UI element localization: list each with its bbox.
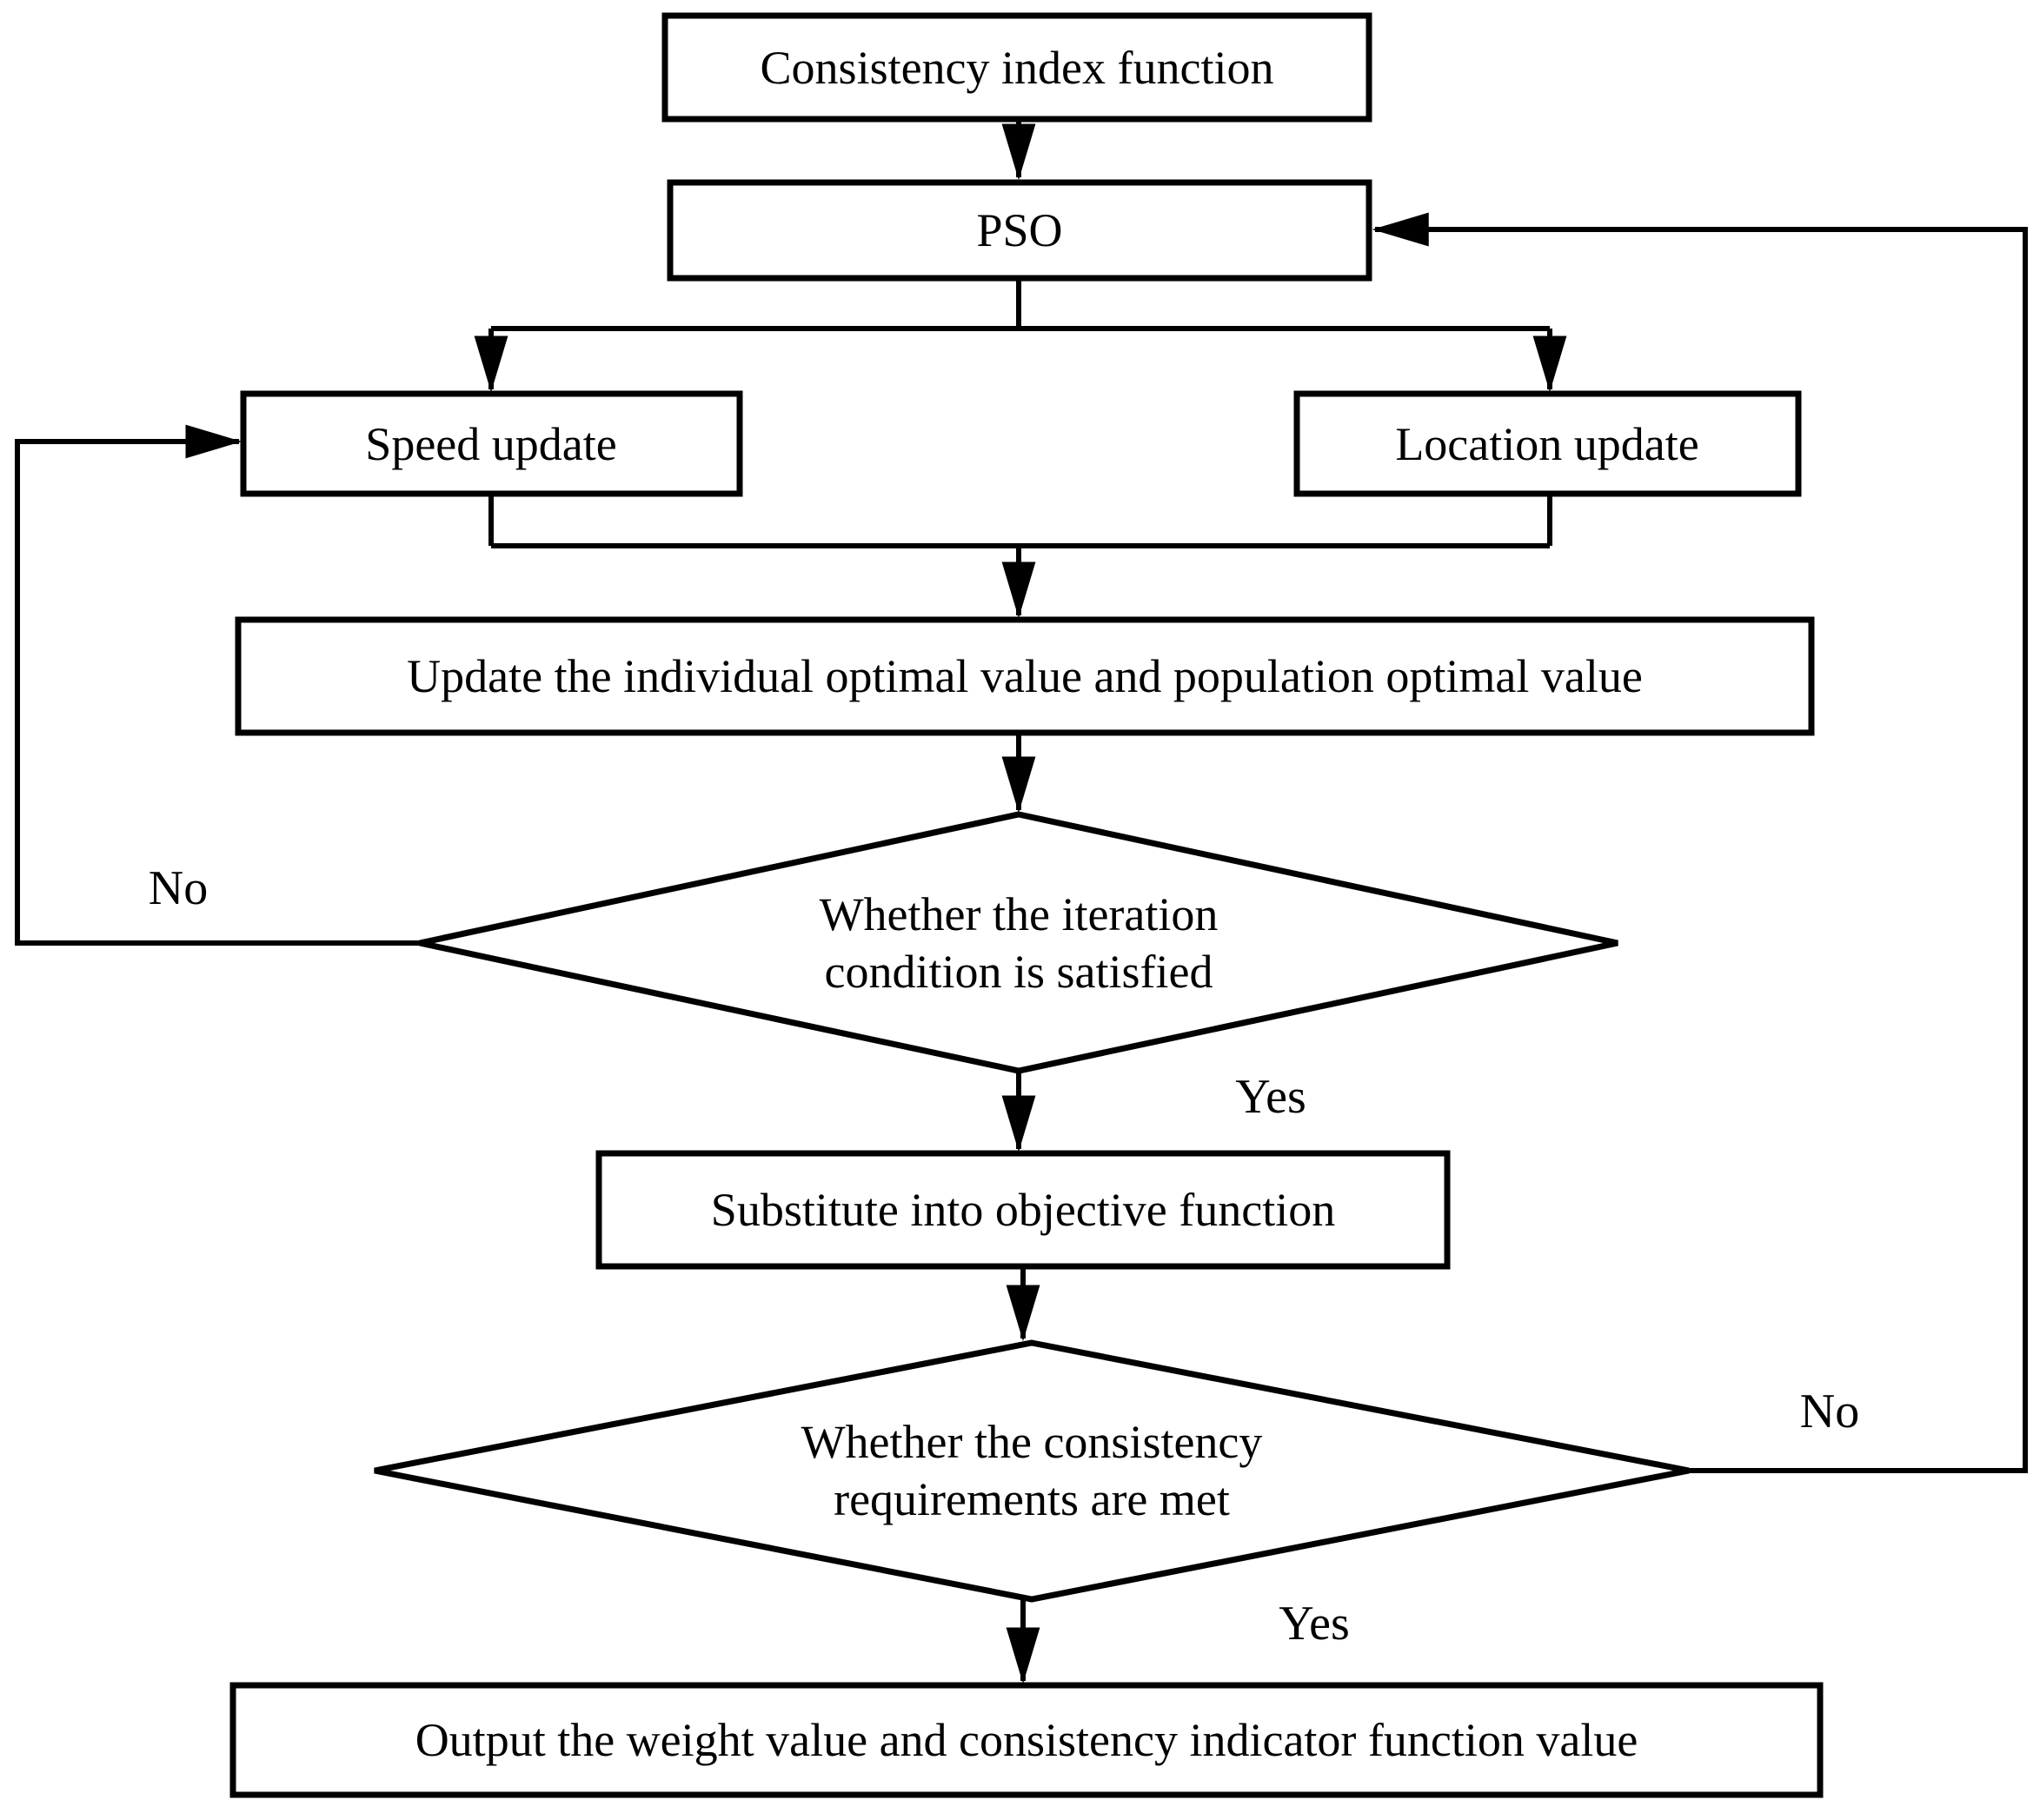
node-consistency-index-box <box>661 12 1372 123</box>
node-output-result: Output the weight value and consistency … <box>229 1682 1824 1798</box>
node-speed-update: Speed update <box>240 390 743 497</box>
edge-labels: No Yes No Yes <box>149 861 1859 1651</box>
edge-label-iteration-yes: Yes <box>1235 1070 1306 1124</box>
node-location-update-box <box>1293 390 1802 497</box>
node-consistency-decision-label-line2: requirements are met <box>834 1473 1230 1525</box>
edge-merge-trunk <box>488 494 1552 548</box>
node-update-optimal-box <box>235 616 1815 736</box>
node-speed-update-label: Speed update <box>365 418 616 470</box>
node-consistency-index-label: Consistency index function <box>761 42 1274 94</box>
node-pso: PSO <box>667 179 1372 282</box>
node-update-optimal: Update the individual optimal value and … <box>235 616 1815 736</box>
node-iteration-decision-diamond <box>419 811 1618 1074</box>
edge-label-consistency-no: No <box>1800 1385 1859 1438</box>
edges <box>15 119 2028 1684</box>
node-speed-update-box <box>240 390 743 497</box>
node-iteration-decision: Whether the iteration condition is satis… <box>419 811 1618 1074</box>
node-location-update: Location update <box>1293 390 1802 497</box>
node-iteration-decision-label-line2: condition is satisfied <box>825 946 1213 998</box>
edge-label-iteration-no: No <box>149 861 208 915</box>
node-consistency-index: Consistency index function <box>661 12 1372 123</box>
node-consistency-decision-diamond <box>374 1339 1690 1603</box>
node-substitute-objective-label: Substitute into objective function <box>711 1184 1335 1236</box>
node-pso-box <box>667 179 1372 282</box>
edge-iteration-no-loop <box>15 424 420 946</box>
nodes: Consistency index function PSO Speed upd… <box>229 12 1824 1798</box>
edge-pso-split-trunk <box>491 278 1550 331</box>
node-output-result-box <box>229 1682 1824 1798</box>
node-output-result-label: Output the weight value and consistency … <box>415 1714 1638 1766</box>
edge-consistency-no-loop <box>1372 212 2028 1473</box>
node-substitute-objective: Substitute into objective function <box>595 1150 1451 1270</box>
node-location-update-label: Location update <box>1395 418 1698 470</box>
node-substitute-objective-box <box>595 1150 1451 1270</box>
node-consistency-decision-label-line1: Whether the consistency <box>801 1416 1263 1468</box>
node-consistency-decision: Whether the consistency requirements are… <box>374 1339 1690 1603</box>
edge-label-consistency-yes: Yes <box>1279 1597 1349 1651</box>
node-iteration-decision-label-line1: Whether the iteration <box>820 888 1219 940</box>
node-pso-label: PSO <box>976 204 1062 256</box>
node-update-optimal-label: Update the individual optimal value and … <box>407 650 1643 702</box>
